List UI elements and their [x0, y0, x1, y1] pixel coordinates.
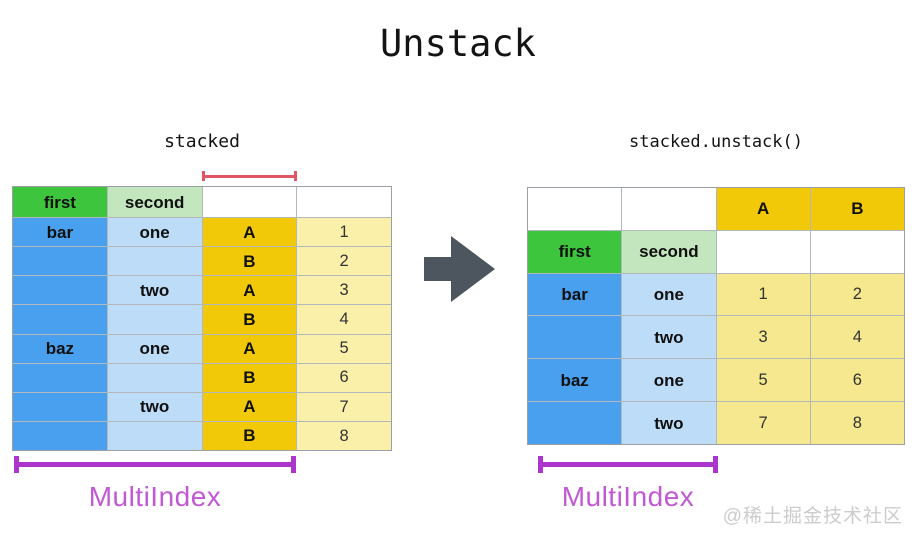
table-cell — [13, 392, 107, 421]
watermark: @稀土掘金技术社区 — [722, 506, 903, 527]
multiindex-bracket-left — [14, 456, 296, 473]
unstacked-label: stacked.unstack() — [629, 132, 803, 152]
stacked-label: stacked — [164, 131, 240, 152]
table-cell: second — [107, 187, 202, 217]
multiindex-bracket-right — [538, 456, 718, 473]
table-cell — [13, 421, 107, 450]
unstacked-column-bracket — [202, 171, 297, 181]
table-cell: A — [202, 276, 297, 305]
table-cell: A — [202, 334, 297, 363]
table-cell: 5 — [716, 359, 810, 402]
table-cell — [107, 363, 202, 392]
table-cell: A — [202, 218, 297, 247]
table-cell: B — [202, 247, 297, 276]
table-cell: 7 — [297, 392, 391, 421]
table-cell: 1 — [716, 273, 810, 316]
table-cell — [810, 230, 904, 273]
table-cell — [202, 187, 297, 217]
table-cell: 6 — [297, 363, 391, 392]
table-cell — [528, 188, 622, 230]
table-cell — [107, 305, 202, 334]
table-cell: A — [716, 188, 810, 230]
table-cell: 6 — [810, 359, 904, 402]
table-cell: one — [622, 359, 716, 402]
table-cell: 8 — [810, 402, 904, 444]
table-cell — [107, 421, 202, 450]
arrow-right-icon — [424, 236, 495, 302]
table-cell — [528, 316, 622, 359]
table-cell: one — [622, 273, 716, 316]
table-cell: B — [202, 363, 297, 392]
table-cell: 1 — [297, 218, 391, 247]
table-cell: first — [528, 230, 622, 273]
page-title: Unstack — [380, 22, 536, 65]
table-cell — [107, 247, 202, 276]
table-cell: 2 — [297, 247, 391, 276]
table-cell — [716, 230, 810, 273]
table-cell — [13, 305, 107, 334]
table-cell: second — [622, 230, 716, 273]
table-cell — [13, 363, 107, 392]
table-cell — [528, 402, 622, 444]
table-cell: 3 — [716, 316, 810, 359]
table-cell: two — [107, 392, 202, 421]
table-cell: two — [622, 316, 716, 359]
table-cell: one — [107, 218, 202, 247]
table-cell: first — [13, 187, 107, 217]
table-cell: 7 — [716, 402, 810, 444]
table-cell: 3 — [297, 276, 391, 305]
table-cell: one — [107, 334, 202, 363]
multiindex-label-left: MultiIndex — [88, 481, 222, 512]
table-cell — [297, 187, 391, 217]
table-cell — [13, 247, 107, 276]
table-cell: two — [622, 402, 716, 444]
table-cell: baz — [528, 359, 622, 402]
table-cell: 8 — [297, 421, 391, 450]
table-cell: B — [810, 188, 904, 230]
table-cell: 4 — [297, 305, 391, 334]
multiindex-label-right: MultiIndex — [561, 481, 695, 512]
table-cell: A — [202, 392, 297, 421]
table-cell: bar — [528, 273, 622, 316]
table-cell: 5 — [297, 334, 391, 363]
table-cell: 2 — [810, 273, 904, 316]
table-cell: bar — [13, 218, 107, 247]
table-cell: B — [202, 305, 297, 334]
table-cell: 4 — [810, 316, 904, 359]
table-cell — [13, 276, 107, 305]
table-cell: baz — [13, 334, 107, 363]
table-cell — [622, 188, 716, 230]
table-cell: two — [107, 276, 202, 305]
table-cell: B — [202, 421, 297, 450]
